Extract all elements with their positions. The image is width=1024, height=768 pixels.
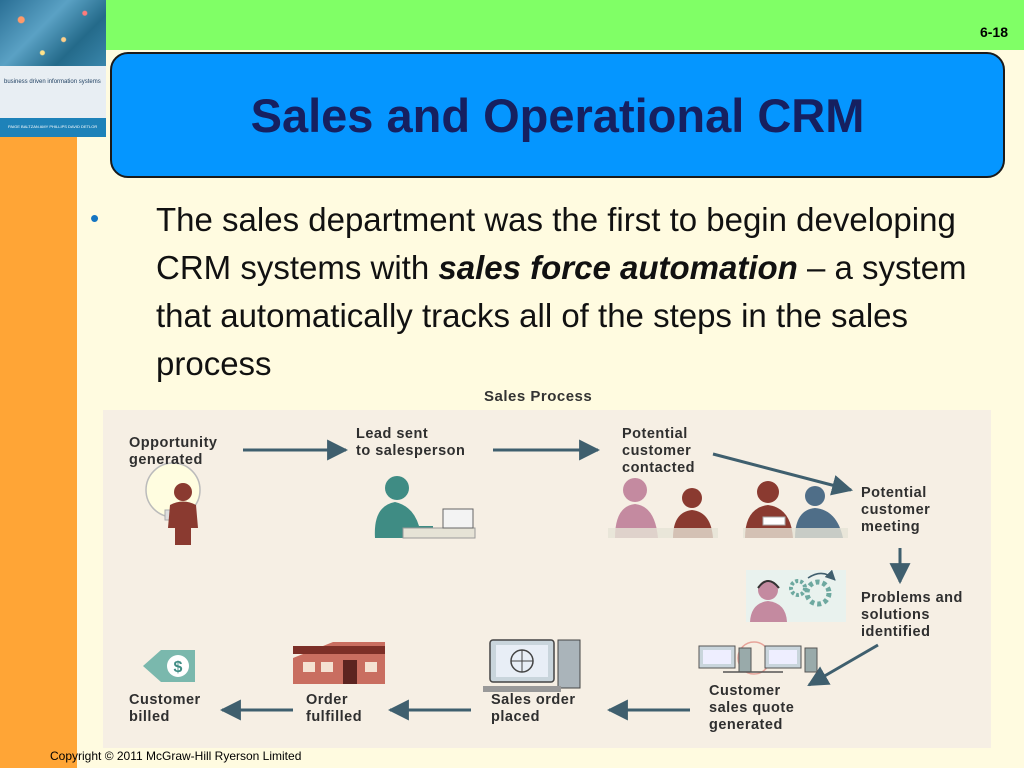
computer-globe-icon: [483, 639, 581, 692]
slide-title: Sales and Operational CRM: [250, 88, 865, 142]
arrow-3-4: [712, 452, 854, 496]
title-box: Sales and Operational CRM: [110, 52, 1005, 178]
logo-strip: PAIGE BALTZAN AMY PHILLIPS DAVID DETLOR: [0, 118, 106, 137]
networked-computers-icon: [698, 641, 818, 675]
headset-gears-icon: [746, 569, 846, 622]
lightbulb-person-icon: [145, 462, 201, 545]
top-accent-bar: [0, 0, 1024, 50]
salesperson-laptop-icon: [374, 476, 476, 539]
logo-authors: PAIGE BALTZAN AMY PHILLIPS DAVID DETLOR: [8, 124, 98, 129]
diagram-title: Sales Process: [484, 388, 593, 405]
bullet-text: The sales department was the first to be…: [156, 196, 1016, 388]
warehouse-icon: [293, 642, 385, 684]
copyright-text: Copyright © 2011 McGraw-Hill Ryerson Lim…: [50, 749, 302, 763]
book-logo: business driven information systems PAIG…: [0, 0, 106, 137]
bullet-marker: •: [90, 203, 100, 233]
logo-photo: [0, 0, 106, 66]
svg-text:$: $: [174, 659, 183, 676]
slide-number: 6-18: [979, 24, 1008, 40]
dollar-tag-icon: $: [143, 650, 195, 682]
customer-meeting-icon: [743, 481, 848, 538]
diagram-graphics: $: [143, 439, 911, 721]
logo-title: business driven information systems: [4, 79, 101, 85]
bullet-text-part1: The sales department was the first to be…: [156, 201, 956, 286]
customer-contacted-icon: [608, 478, 718, 538]
bullet-text-part2: – a system that automatically tracks all…: [156, 249, 967, 382]
bullet-emphasis: sales force automation: [438, 249, 798, 286]
arrow-5-6: [807, 643, 879, 687]
